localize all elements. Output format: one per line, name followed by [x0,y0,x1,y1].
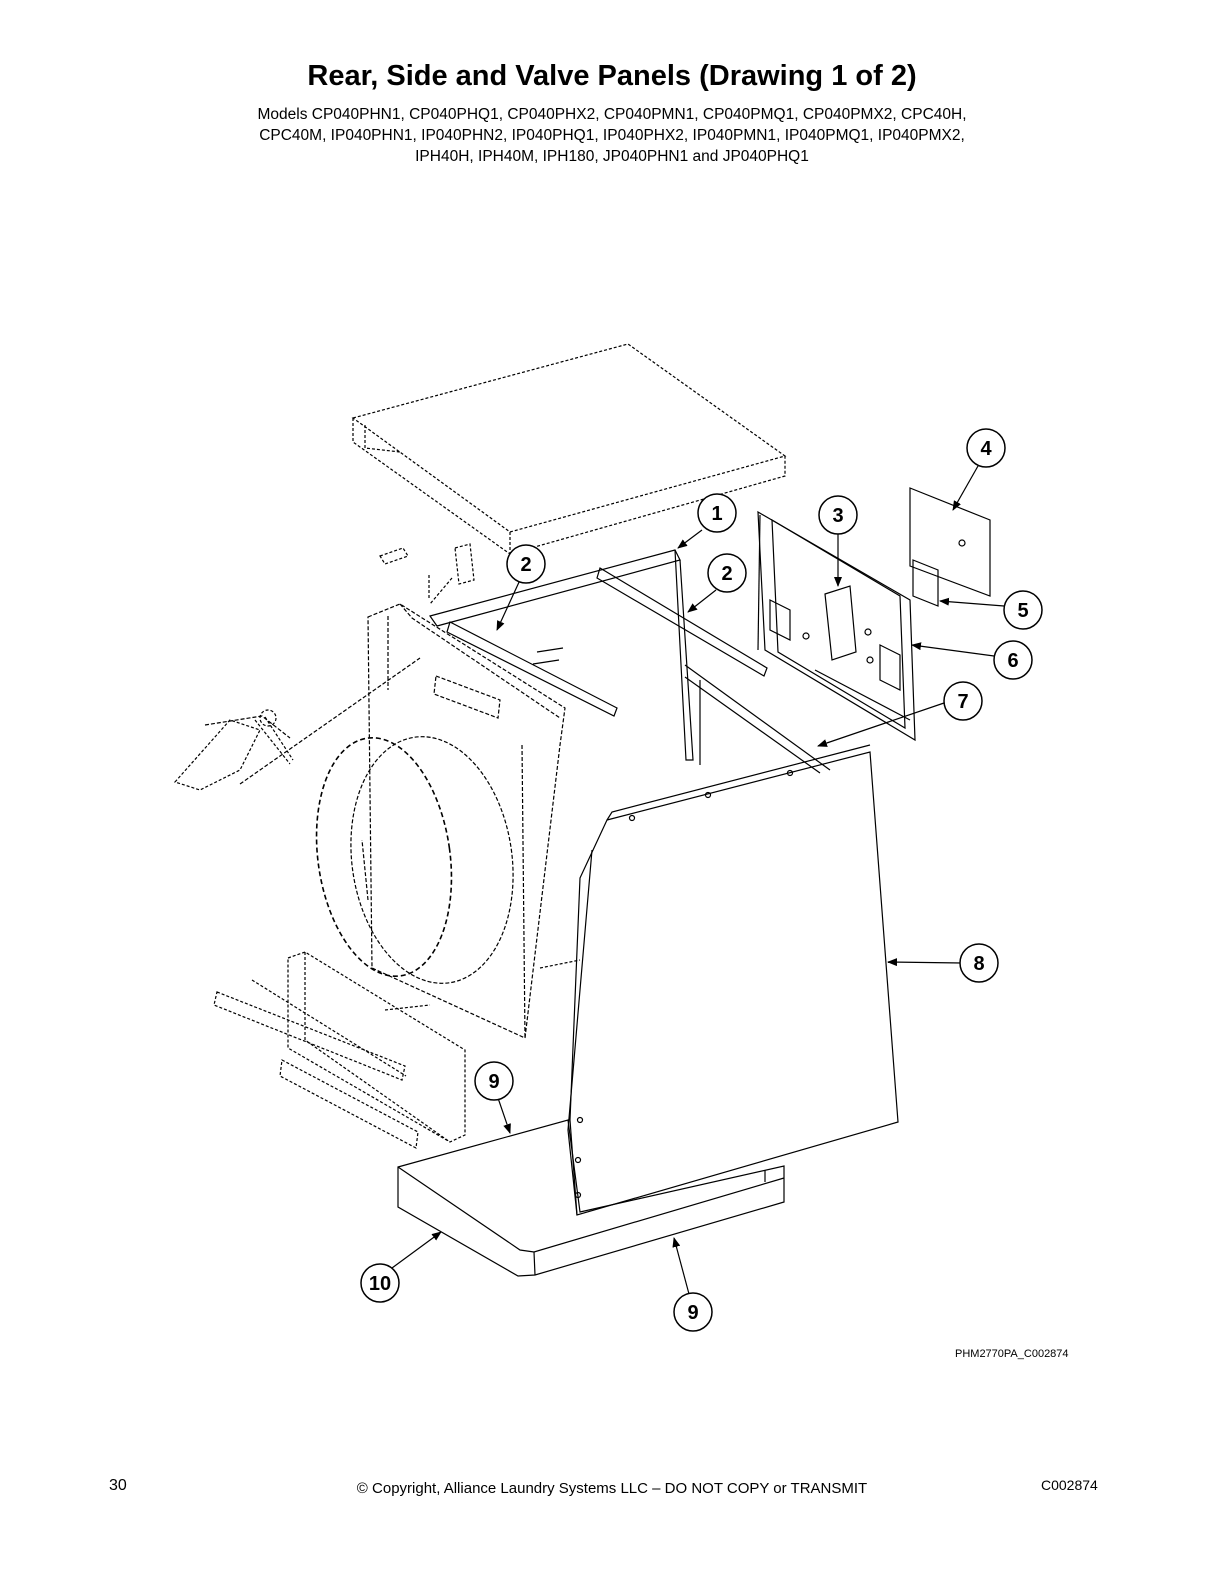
harness-parts [173,709,294,791]
models-line-1: Models CP040PHN1, CP040PHQ1, CP040PHX2, … [257,106,967,123]
front-panel-part [204,603,566,1039]
callout-leaders [391,465,1005,1295]
models-list: Models CP040PHN1, CP040PHQ1, CP040PHX2, … [112,104,1112,167]
callout-2b: 2 [721,563,732,585]
callout-6-circle [993,640,1033,680]
rear-frame-rails [429,549,831,774]
page-title: Rear, Side and Valve Panels (Drawing 1 o… [307,60,917,92]
callout-2b-circle [707,553,747,593]
callout-8-circle [959,943,999,983]
door-gasket-ring [315,737,453,977]
callout-7: 7 [957,691,968,713]
cross-brace-rails [446,567,768,717]
callout-2a-circle [506,544,546,584]
access-plate-parts [909,487,991,607]
callout-6: 6 [1007,650,1018,672]
callout-circles [360,428,1043,1332]
callout-9b-circle [673,1292,713,1332]
hardware-parts [379,543,475,605]
callout-1-circle [697,493,737,533]
models-line-3: IPH40H, IPH40M, IPH180, JP040PHN1 and JP… [415,148,809,165]
callout-9b: 9 [687,1302,698,1324]
callout-3: 3 [832,505,843,527]
callout-10: 10 [369,1273,391,1295]
callout-5: 5 [1017,600,1028,622]
callout-9a: 9 [488,1071,499,1093]
lower-front-parts [213,951,581,1149]
callout-9a-circle [474,1061,514,1101]
drawing-id: PHM2770PA_C002874 [955,1348,1069,1360]
callout-8: 8 [973,953,984,975]
page-number: 30 [109,1477,127,1494]
document-code: C002874 [1041,1477,1098,1493]
callout-4-circle [966,428,1006,468]
base-frame [397,1119,785,1277]
callout-5-circle [1003,590,1043,630]
copyright-notice: © Copyright, Alliance Laundry Systems LL… [356,1480,868,1497]
side-panel [567,744,899,1216]
callout-3-circle [818,495,858,535]
models-line-2: CPC40M, IP040PHN1, IP040PHN2, IP040PHQ1,… [259,127,965,144]
callout-1: 1 [711,503,722,525]
callout-7-circle [943,681,983,721]
callout-2a: 2 [520,554,531,576]
callout-10-circle [360,1263,400,1303]
rear-valve-panel [757,510,916,742]
callout-4: 4 [980,438,992,460]
